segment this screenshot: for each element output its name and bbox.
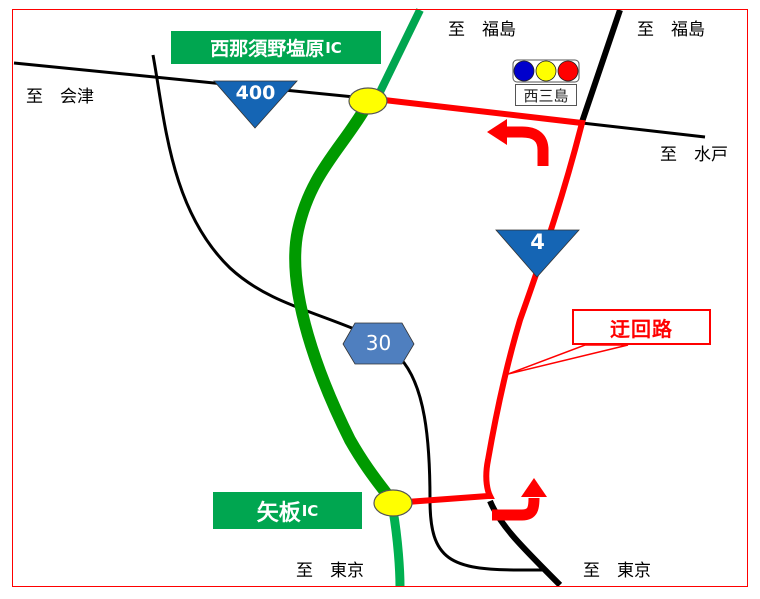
ic-suffix: IC	[301, 501, 319, 520]
pref-route-30-sign-icon	[342, 322, 415, 365]
route-4-north-road	[579, 9, 623, 123]
ic-name: 西那須野塩原	[210, 38, 325, 60]
expressway-north	[376, 8, 424, 94]
ic-node-nishinasuno-shiobara	[348, 87, 388, 115]
destination-aizu: 至 会津	[26, 87, 94, 107]
pref-route-30-number: 30	[365, 331, 392, 355]
signal-intersection-name: 西三島	[515, 84, 577, 106]
destination-mito: 至 水戸	[660, 145, 728, 165]
detour-route	[383, 97, 586, 506]
route-4-south-road	[487, 499, 563, 588]
turn-right-arrow-icon	[492, 478, 547, 521]
route-400-sign-icon	[213, 80, 298, 129]
signal-light-yellow	[535, 60, 557, 82]
destination-fukushima-right: 至 福島	[637, 20, 705, 40]
expressway-closed-section	[289, 106, 399, 507]
detour-callout-pointer	[507, 344, 629, 375]
destination-fukushima-left: 至 福島	[448, 20, 516, 40]
route-4-sign-icon	[495, 229, 580, 278]
pref-route-30-road	[398, 356, 548, 572]
destination-tokyo-right: 至 東京	[583, 561, 651, 581]
ic-suffix: IC	[325, 38, 342, 57]
left-local-road	[151, 54, 381, 342]
route-4-number: 4	[530, 230, 545, 254]
ic-node-yaita	[373, 489, 413, 517]
expressway-south	[388, 509, 405, 588]
ic-name: 矢板	[256, 500, 301, 526]
signal-light-blue	[513, 60, 535, 82]
signal-light-red	[557, 60, 579, 82]
route-400-number: 400	[235, 82, 276, 104]
destination-tokyo-left: 至 東京	[296, 561, 364, 581]
detour-label: 迂回路	[572, 309, 711, 345]
turn-left-arrow-icon	[487, 119, 549, 166]
